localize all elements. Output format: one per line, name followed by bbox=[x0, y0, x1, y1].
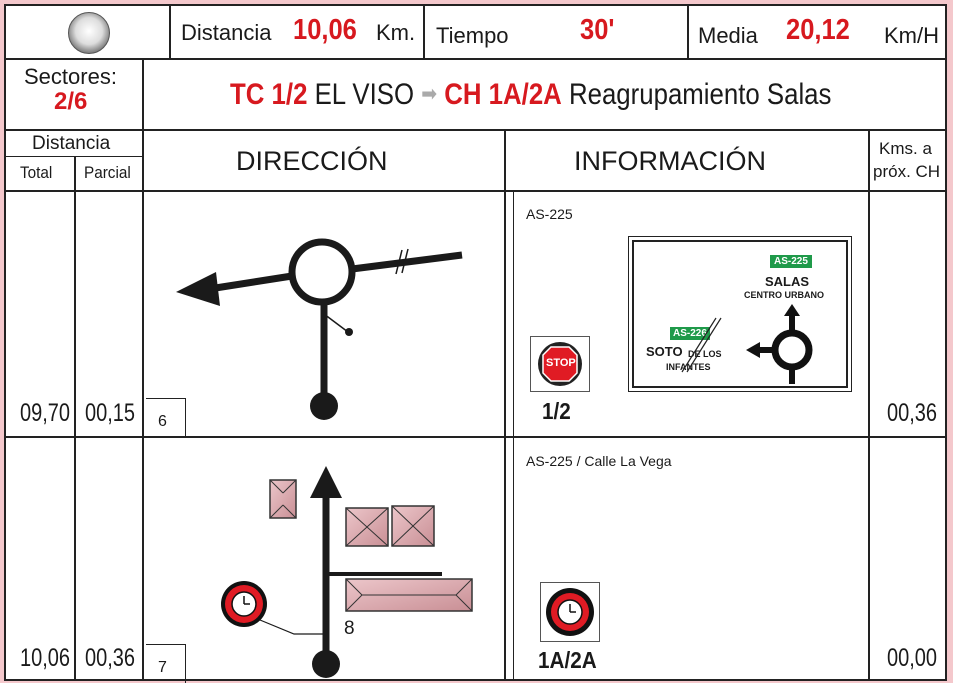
row1-control-label: 1/2 bbox=[542, 398, 571, 424]
row2-control-label: 1A/2A bbox=[538, 647, 597, 673]
row1-kms: 00,36 bbox=[887, 399, 938, 427]
row1-partial: 00,15 bbox=[85, 399, 136, 427]
destination-left-small1: DE LOS bbox=[688, 349, 722, 359]
col-total: Total bbox=[20, 163, 53, 182]
road-badge-top: AS-225 bbox=[770, 255, 812, 268]
road-sign: AS-225 SALAS CENTRO URBANO AS-226 SOTO D… bbox=[628, 236, 852, 392]
stage-arrow-icon: ➡ bbox=[421, 81, 438, 106]
row1-total: 09,70 bbox=[20, 399, 71, 427]
col-direction: DIRECCIÓN bbox=[236, 146, 388, 176]
col-information: INFORMACIÓN bbox=[574, 146, 766, 176]
col-kms-line2: próx. CH bbox=[873, 162, 941, 181]
stage-to-name: Reagrupamiento Salas bbox=[568, 78, 832, 111]
distance-label: Distancia bbox=[181, 20, 272, 45]
average-value: 20,12 bbox=[786, 14, 850, 46]
clock-control-icon bbox=[540, 582, 600, 642]
row1-index: 6 bbox=[158, 413, 167, 430]
col-distance: Distancia bbox=[32, 133, 111, 154]
roadbook-sheet: Distancia 10,06 Km. Tiempo 30' Media 20,… bbox=[4, 4, 947, 683]
row1-index-box: 6 bbox=[146, 398, 186, 436]
destination-left-small2: INFANTES bbox=[666, 362, 711, 372]
average-unit: Km/H bbox=[884, 23, 939, 48]
stop-sign-text: STOP bbox=[546, 357, 576, 369]
time-value: 30' bbox=[580, 14, 615, 46]
building-icon bbox=[269, 479, 297, 519]
row2-info-text: AS-225 / Calle La Vega bbox=[526, 453, 672, 469]
sector-label: Sectores: bbox=[24, 64, 117, 89]
road-badge-left: AS-226 bbox=[670, 327, 710, 340]
clock-control-icon bbox=[221, 581, 267, 627]
col-kms-line1: Kms. a bbox=[879, 139, 932, 158]
building-icon bbox=[345, 578, 473, 612]
row2-index: 7 bbox=[158, 659, 167, 676]
stage-title: TC 1/2 EL VISO ➡ CH 1A/2A Reagrupamiento… bbox=[230, 78, 831, 112]
row2-direction-diagram bbox=[221, 466, 473, 678]
stop-sign-icon: STOP bbox=[530, 336, 590, 392]
roundabout-icon bbox=[288, 238, 356, 306]
sign-roundabout-icon bbox=[681, 304, 813, 384]
time-label: Tiempo bbox=[436, 23, 509, 48]
direction-arrow-icon bbox=[310, 466, 342, 498]
average-label: Media bbox=[698, 23, 758, 48]
building-icon bbox=[345, 505, 435, 547]
stage-from-name: EL VISO bbox=[314, 78, 415, 111]
distance-unit: Km. bbox=[376, 20, 416, 45]
row1-info-text: AS-225 bbox=[526, 206, 573, 222]
row2-kms: 00,00 bbox=[887, 644, 938, 672]
row2-index-box: 7 bbox=[146, 644, 186, 683]
col-partial: Parcial bbox=[84, 163, 131, 182]
stage-to-code: CH 1A/2A bbox=[444, 78, 562, 111]
destination-top-sub: CENTRO URBANO bbox=[744, 290, 824, 300]
emblem bbox=[68, 12, 110, 54]
row1-direction-diagram bbox=[176, 238, 463, 420]
distance-value: 10,06 bbox=[293, 14, 357, 46]
stage-from-code: TC 1/2 bbox=[230, 78, 308, 111]
destination-top: SALAS bbox=[765, 274, 810, 289]
destination-left: SOTO bbox=[646, 344, 683, 359]
row2-callout: 8 bbox=[344, 618, 355, 639]
sector-value: 2/6 bbox=[54, 88, 88, 115]
row2-partial: 00,36 bbox=[85, 644, 136, 672]
direction-arrow-icon bbox=[176, 272, 220, 306]
row2-total: 10,06 bbox=[20, 644, 71, 672]
